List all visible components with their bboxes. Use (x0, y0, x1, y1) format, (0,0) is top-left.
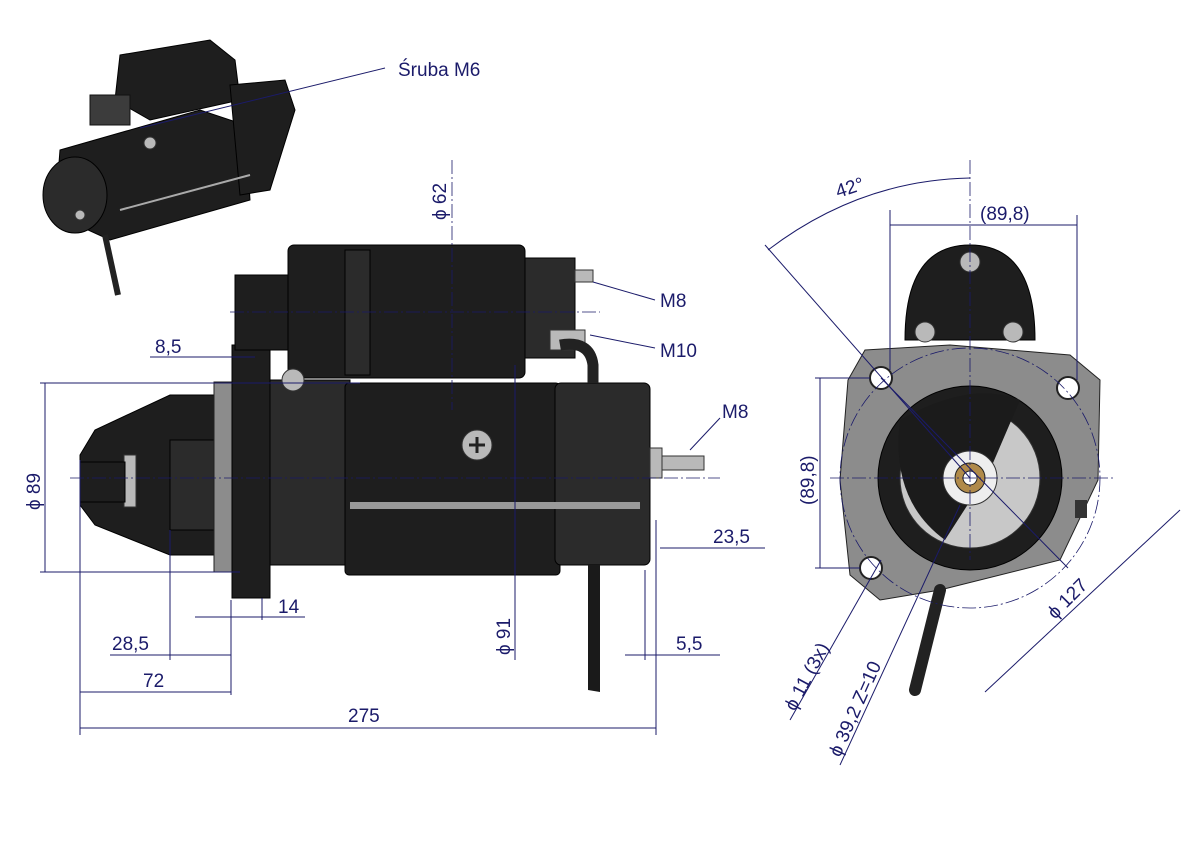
dim-89-8-vertical: (89,8) (798, 455, 819, 505)
dim-dia-11-3x: ϕ 11 (3x) (781, 639, 834, 714)
dim-pinion-39-2-z10: ϕ 39,2 Z=10 (825, 658, 886, 760)
side-view (79, 244, 705, 692)
dim-dia-62: ϕ 62 (430, 183, 451, 220)
isometric-view (42, 39, 296, 296)
side-view-dimensions (40, 160, 765, 735)
dim-dia-89: ϕ 89 (24, 473, 45, 510)
end-view (839, 244, 1101, 696)
dim-275: 275 (348, 706, 380, 727)
dim-89-8-horizontal: (89,8) (980, 204, 1030, 225)
dim-dia-91: ϕ 91 (494, 618, 515, 655)
dim-23-5: 23,5 (713, 527, 750, 548)
dim-14: 14 (278, 597, 300, 618)
callout-m8-rear: M8 (722, 402, 748, 423)
dim-28-5: 28,5 (112, 634, 149, 655)
callout-m10: M10 (660, 341, 697, 362)
callout-m8-top: M8 (660, 291, 686, 312)
dim-8-5: 8,5 (155, 337, 181, 358)
dim-5-5: 5,5 (676, 634, 702, 655)
dim-72: 72 (143, 671, 164, 692)
end-view-dimensions (764, 160, 1181, 766)
callout-screw-m6: Śruba M6 (398, 59, 480, 81)
